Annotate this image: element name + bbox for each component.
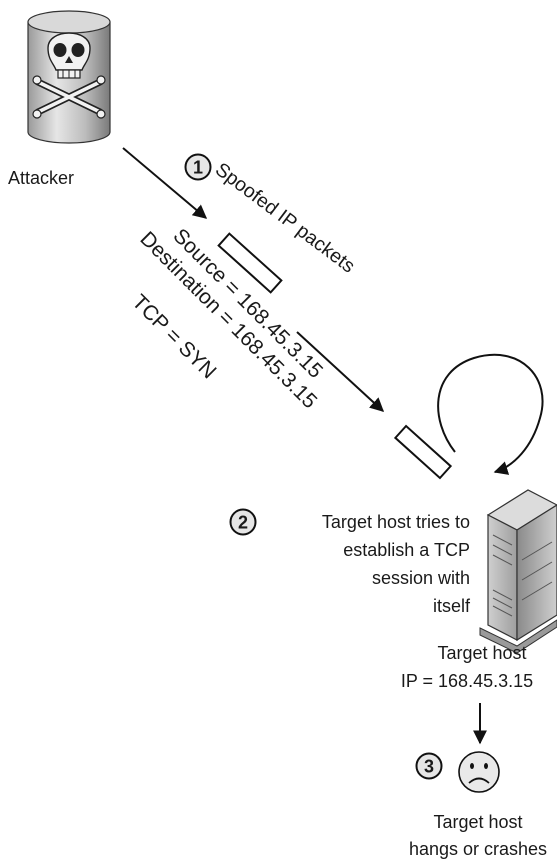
attacker-skull-icon bbox=[27, 10, 111, 144]
step-3-marker: 3 bbox=[415, 752, 443, 780]
packet-icon-2 bbox=[393, 424, 453, 480]
server-icon bbox=[479, 489, 557, 654]
attack-arrow-1 bbox=[122, 147, 208, 219]
attack-arrow-2 bbox=[296, 331, 385, 412]
step-1-number: 1 bbox=[193, 158, 203, 178]
sad-face-icon bbox=[458, 751, 500, 793]
target-host-ip: IP = 168.45.3.15 bbox=[401, 671, 533, 691]
step-2-line-2: establish a TCP bbox=[343, 540, 470, 560]
loopback-arrow bbox=[437, 353, 544, 475]
step-1-marker: 1 bbox=[184, 153, 212, 181]
step-3-number: 3 bbox=[424, 757, 434, 777]
step-2-line-4: itself bbox=[433, 596, 471, 616]
step-2-number: 2 bbox=[238, 513, 248, 533]
step-2-marker: 2 bbox=[229, 508, 257, 536]
step-2-line-3: session with bbox=[372, 568, 470, 588]
attacker-label: Attacker bbox=[8, 168, 74, 188]
packet-icon-1 bbox=[217, 232, 283, 294]
outcome-line-2: hangs or crashes bbox=[409, 839, 547, 859]
outcome-line-1: Target host bbox=[433, 812, 522, 832]
step-2-line-1: Target host tries to bbox=[322, 512, 470, 532]
target-host-label: Target host bbox=[437, 643, 526, 663]
